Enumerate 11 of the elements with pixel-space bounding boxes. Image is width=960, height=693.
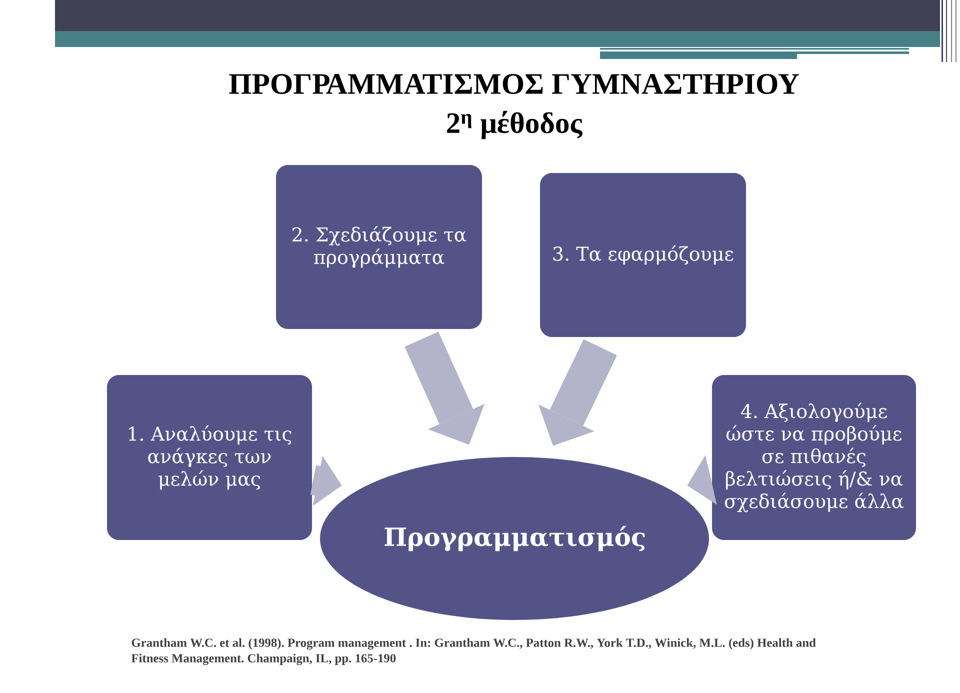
subtitle: 2$^{η}$ μέθοδος: [447, 110, 582, 140]
step-box: 4. Αξιολογούμε ώστε να προβούμε σε πιθανές βελτιώσεις ή/& να σχεδιάσουμε άλλα: [712, 375, 916, 540]
block-arrow: [404, 332, 485, 445]
step-box: 1. Αναλύουμε τις ανάγκες των μελών μας: [107, 375, 312, 540]
block-arrow: [538, 339, 617, 446]
citation: Grantham W.C. et al. (1998). Program management . In: Grantham W.C., Patton R.W., York T.D., Winick, M.L. (eds) Health and Fitness Management. Champaign, IL, pp. 165-190: [131, 638, 816, 666]
block-arrow: [687, 455, 717, 505]
title: ΠΡΟΓΡΑΜΜΑΤΙΣΜΟΣ ΓΥΜΝΑΣΤΗΡΙΟΥ: [229, 74, 799, 94]
block-arrow: [310, 456, 342, 506]
step-box: 2. Σχεδιάζουμε τα προγράμματα: [276, 165, 482, 329]
step-box: 3. Τα εφαρμόζουμε: [540, 173, 746, 337]
